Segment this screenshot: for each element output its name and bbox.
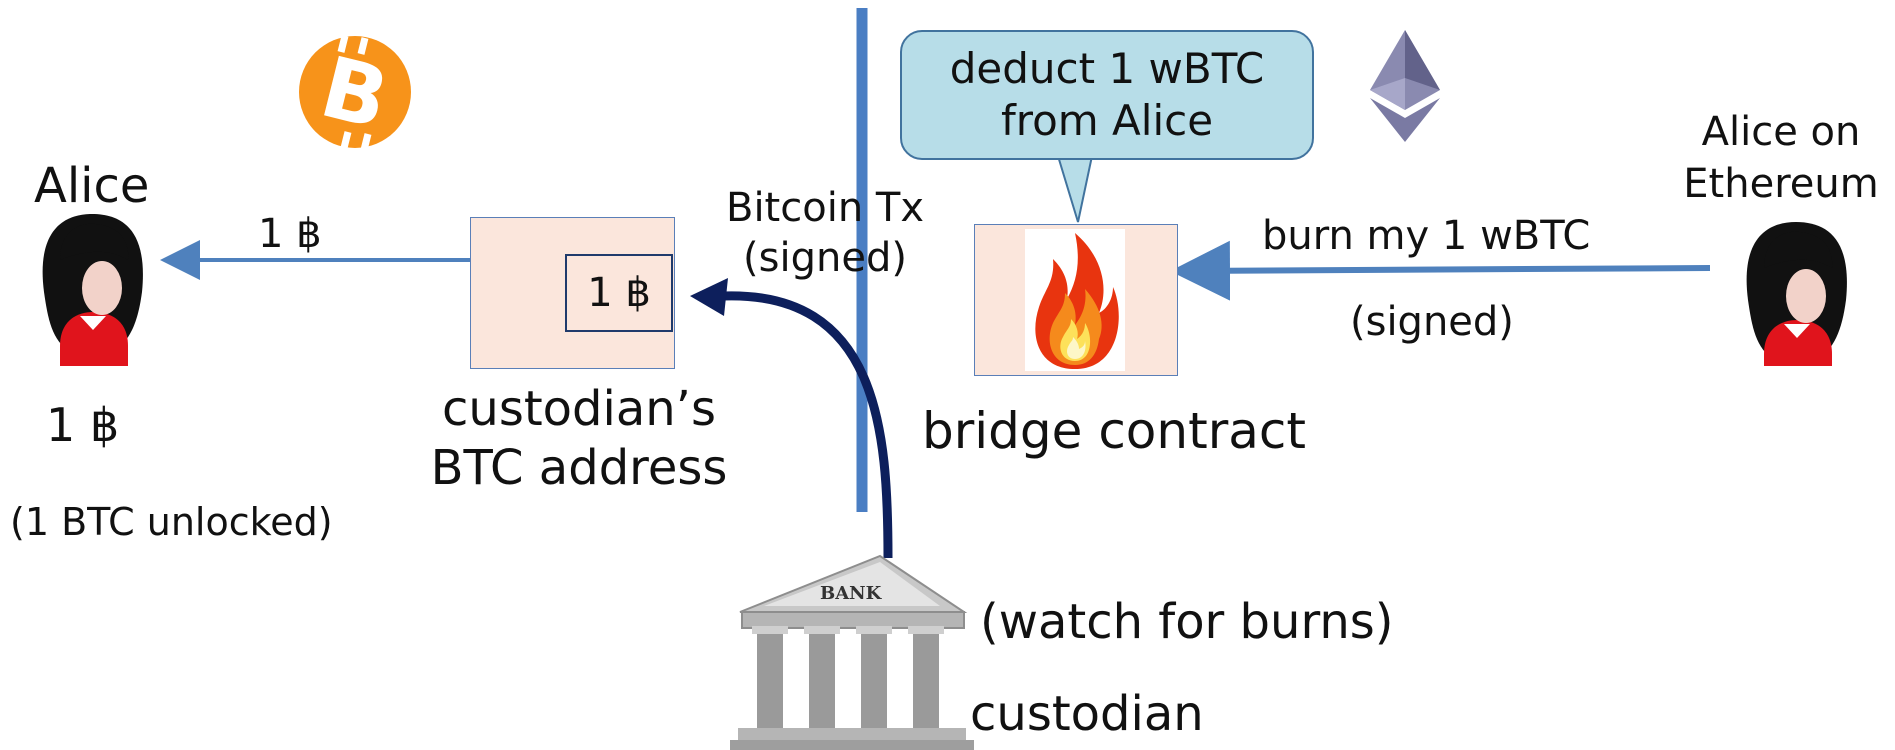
- bubble-line-1: deduct 1 wBTC: [949, 43, 1265, 93]
- deduct-speech-bubble: deduct 1 wBTC from Alice: [900, 30, 1314, 160]
- alice-balance: 1 ฿: [46, 398, 120, 452]
- alice-on-ethereum-line-2: Ethereum: [1683, 161, 1879, 207]
- bank-sign: BANK: [820, 583, 882, 604]
- bitcoin-tx-arrowhead: [690, 278, 728, 316]
- bubble-tail: [1056, 155, 1094, 223]
- bitcoin-tx-line-1: Bitcoin Tx: [726, 185, 924, 231]
- bridge-contract-label: bridge contract: [922, 402, 1306, 460]
- alice-label: Alice: [34, 158, 150, 214]
- unlock-note: (1 BTC unlocked): [10, 500, 333, 544]
- custodian-address-label-line-2: BTC address: [430, 439, 728, 496]
- bitcoin-tx-line-2: (signed): [743, 235, 907, 281]
- payout-amount-label: 1 ฿: [258, 211, 322, 257]
- custodian-address-label: custodian’s BTC address: [414, 380, 744, 497]
- bitcoin-tx-arrow: [721, 291, 893, 559]
- custodian-address-label-line-1: custodian’s: [442, 381, 716, 437]
- burn-request-label: burn my 1 wBTC: [1262, 213, 1591, 259]
- bubble-line-2: from Alice: [1000, 96, 1214, 145]
- custodian-label: custodian: [970, 686, 1204, 742]
- bank-icon: [730, 554, 974, 750]
- alice-avatar-icon: [1746, 222, 1847, 366]
- watch-for-burns-note: (watch for burns): [980, 594, 1394, 650]
- custodian-balance-box: 1 ฿: [565, 254, 673, 332]
- bitcoin-logo-icon: B: [299, 35, 411, 151]
- alice-avatar-icon: [42, 214, 143, 366]
- burn-signed-label: (signed): [1350, 299, 1514, 345]
- bitcoin-tx-label: Bitcoin Tx (signed): [700, 183, 950, 283]
- fire-icon: [1025, 229, 1125, 371]
- custodian-balance: 1 ฿: [587, 270, 651, 316]
- ethereum-logo-icon: [1370, 30, 1440, 142]
- bridge-contract-box: [974, 224, 1178, 376]
- alice-on-ethereum-line-1: Alice on: [1701, 109, 1861, 155]
- burn-arrow: [1170, 240, 1711, 301]
- alice-on-ethereum-label: Alice on Ethereum: [1670, 106, 1892, 210]
